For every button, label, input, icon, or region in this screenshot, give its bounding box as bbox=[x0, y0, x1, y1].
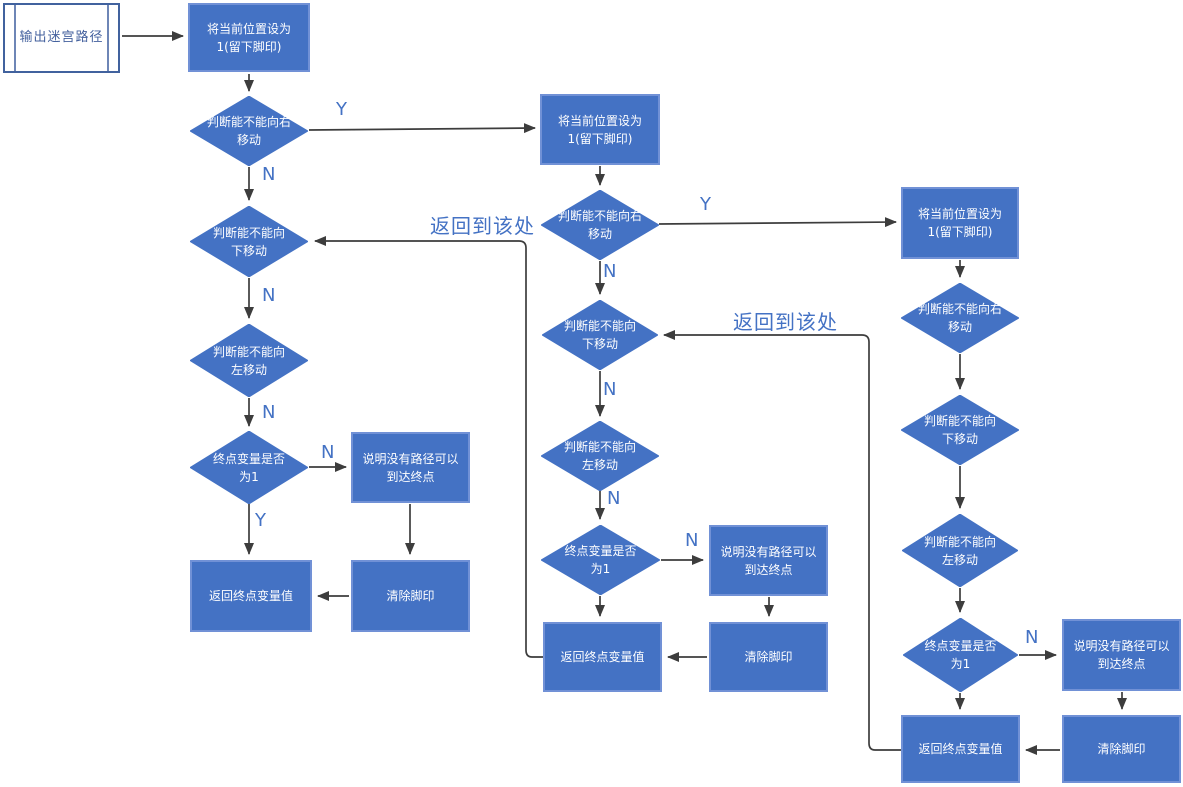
decision-label: 判断能不能向 下移动 bbox=[923, 414, 996, 446]
diamond-shape bbox=[901, 395, 1019, 465]
decision-can-move-right-1: 判断能不能向右 移动 bbox=[190, 96, 308, 166]
process-no-path-3: 说明没有路径可以 到达终点 bbox=[1062, 619, 1181, 691]
decision-label: 判断能不能向 左移动 bbox=[563, 440, 636, 472]
decision-can-move-left-1: 判断能不能向 左移动 bbox=[190, 324, 308, 397]
decision-label: 判断能不能向 下移动 bbox=[563, 319, 636, 351]
process-clear-footprint-3: 清除脚印 bbox=[1062, 715, 1181, 783]
decision-can-move-down-3: 判断能不能向 下移动 bbox=[901, 395, 1019, 465]
decision-label: 判断能不能向右 移动 bbox=[206, 115, 291, 147]
diamond-shape bbox=[190, 206, 308, 277]
decision-can-move-down-2: 判断能不能向 下移动 bbox=[542, 300, 658, 370]
diamond-shape bbox=[190, 96, 308, 166]
edge-label-no-endvar3: N bbox=[1025, 627, 1039, 648]
diamond-shape bbox=[902, 514, 1018, 587]
decision-endvar-is-1-1: 终点变量是否 为1 bbox=[190, 431, 308, 504]
decision-can-move-left-3: 判断能不能向 左移动 bbox=[902, 514, 1018, 587]
decision-label: 判断能不能向 左移动 bbox=[923, 534, 996, 567]
edge-label-yes-right1: Y bbox=[336, 99, 347, 120]
edge-label-no-right2: N bbox=[603, 261, 617, 282]
edge-label-no-down2: N bbox=[603, 379, 617, 400]
diamond-shape bbox=[542, 300, 658, 370]
decision-can-move-right-3: 判断能不能向右 移动 bbox=[901, 283, 1019, 353]
decision-label: 判断能不能向 下移动 bbox=[212, 225, 285, 258]
decision-label: 终点变量是否 为1 bbox=[924, 639, 997, 671]
process-clear-footprint-1: 清除脚印 bbox=[351, 560, 470, 632]
process-no-path-1: 说明没有路径可以 到达终点 bbox=[351, 432, 470, 503]
edge-loop-return3-to-down2 bbox=[663, 330, 901, 751]
diamond-shape bbox=[190, 324, 308, 397]
start-node: 输出迷宫路径 bbox=[3, 3, 120, 73]
decision-can-move-left-2: 判断能不能向 左移动 bbox=[541, 421, 659, 491]
decision-label: 判断能不能向右 移动 bbox=[557, 209, 642, 241]
edge-label-no-left1: N bbox=[262, 402, 276, 423]
decision-endvar-is-1-2: 终点变量是否 为1 bbox=[541, 525, 660, 595]
edge-label-no-right1: N bbox=[262, 164, 276, 185]
edge-right2-yes-to-set3 bbox=[658, 217, 897, 228]
decision-label: 判断能不能向 左移动 bbox=[212, 344, 285, 377]
diamond-shape bbox=[541, 190, 659, 260]
process-return-value-3: 返回终点变量值 bbox=[901, 715, 1020, 783]
diamond-shape bbox=[901, 283, 1019, 353]
predefined-process-bar-left bbox=[14, 5, 16, 71]
predefined-process-bar-right bbox=[107, 5, 109, 71]
edge-label-no-left2: N bbox=[607, 488, 621, 509]
edge-label-yes-endvar1: Y bbox=[255, 510, 266, 531]
process-set-position-2: 将当前位置设为 1(留下脚印) bbox=[540, 94, 660, 165]
diamond-shape bbox=[190, 431, 308, 504]
diamond-shape bbox=[541, 421, 659, 491]
edge-right1-yes-to-set2 bbox=[308, 123, 536, 134]
decision-label: 终点变量是否 为1 bbox=[212, 451, 285, 484]
process-clear-footprint-2: 清除脚印 bbox=[709, 622, 828, 692]
decision-can-move-down-1: 判断能不能向 下移动 bbox=[190, 206, 308, 277]
edge-loop-return2-to-down1 bbox=[314, 236, 543, 658]
decision-can-move-right-2: 判断能不能向右 移动 bbox=[541, 190, 659, 260]
process-return-value-1: 返回终点变量值 bbox=[190, 560, 312, 632]
process-no-path-2: 说明没有路径可以 到达终点 bbox=[709, 525, 828, 596]
decision-label: 终点变量是否 为1 bbox=[564, 544, 637, 576]
edge-label-no-down1: N bbox=[262, 285, 276, 306]
process-set-position-1: 将当前位置设为 1(留下脚印) bbox=[188, 3, 310, 72]
return-here-label-1: 返回到该处 bbox=[430, 214, 535, 238]
edge-label-no-endvar2: N bbox=[685, 530, 699, 551]
process-set-position-3: 将当前位置设为 1(留下脚印) bbox=[901, 187, 1019, 259]
decision-endvar-is-1-3: 终点变量是否 为1 bbox=[903, 618, 1018, 692]
diamond-shape bbox=[541, 525, 660, 595]
diamond-shape bbox=[903, 618, 1018, 692]
decision-label: 判断能不能向右 移动 bbox=[917, 302, 1002, 334]
edge-label-yes-right2: Y bbox=[700, 194, 711, 215]
process-return-value-2: 返回终点变量值 bbox=[543, 622, 662, 692]
edge-label-no-endvar1: N bbox=[321, 442, 335, 463]
start-node-label: 输出迷宫路径 bbox=[19, 30, 104, 46]
return-here-label-2: 返回到该处 bbox=[733, 310, 838, 334]
